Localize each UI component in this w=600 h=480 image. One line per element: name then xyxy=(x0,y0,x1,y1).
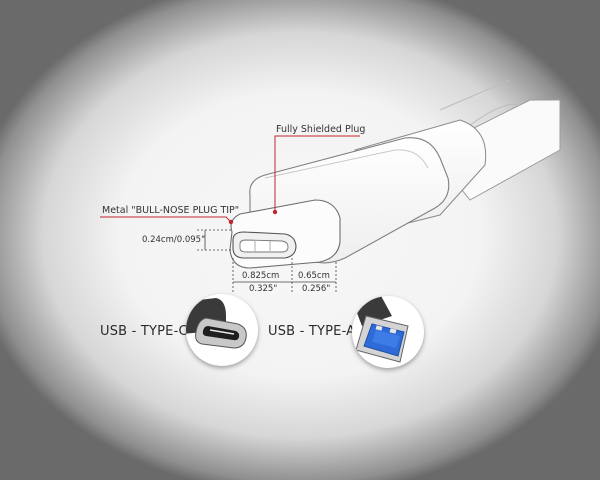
usb-type-a-plug-icon xyxy=(352,296,409,363)
usb-type-a-thumbnail xyxy=(352,296,424,368)
label-usb-type-c: USB - TYPE-C xyxy=(100,324,188,339)
label-height-dimension: 0.24cm/0.095" xyxy=(142,235,205,245)
label-depth-in: 0.256" xyxy=(302,284,331,294)
label-bull-nose-tip: Metal "BULL-NOSE PLUG TIP" xyxy=(102,205,240,216)
height-dimension xyxy=(197,229,232,251)
usb-type-c-plug-icon xyxy=(186,298,247,349)
label-width-cm: 0.825cm xyxy=(242,271,280,281)
label-fully-shielded-plug: Fully Shielded Plug xyxy=(276,124,366,135)
callout-line-shielded-plug xyxy=(274,135,360,212)
callout-line-bull-nose xyxy=(100,216,232,223)
label-depth-cm: 0.65cm xyxy=(298,271,330,281)
label-usb-type-a: USB - TYPE-A xyxy=(268,324,356,339)
usb-type-c-thumbnail xyxy=(186,294,258,366)
label-width-in: 0.325" xyxy=(249,284,278,294)
width-dimensions xyxy=(232,258,337,292)
